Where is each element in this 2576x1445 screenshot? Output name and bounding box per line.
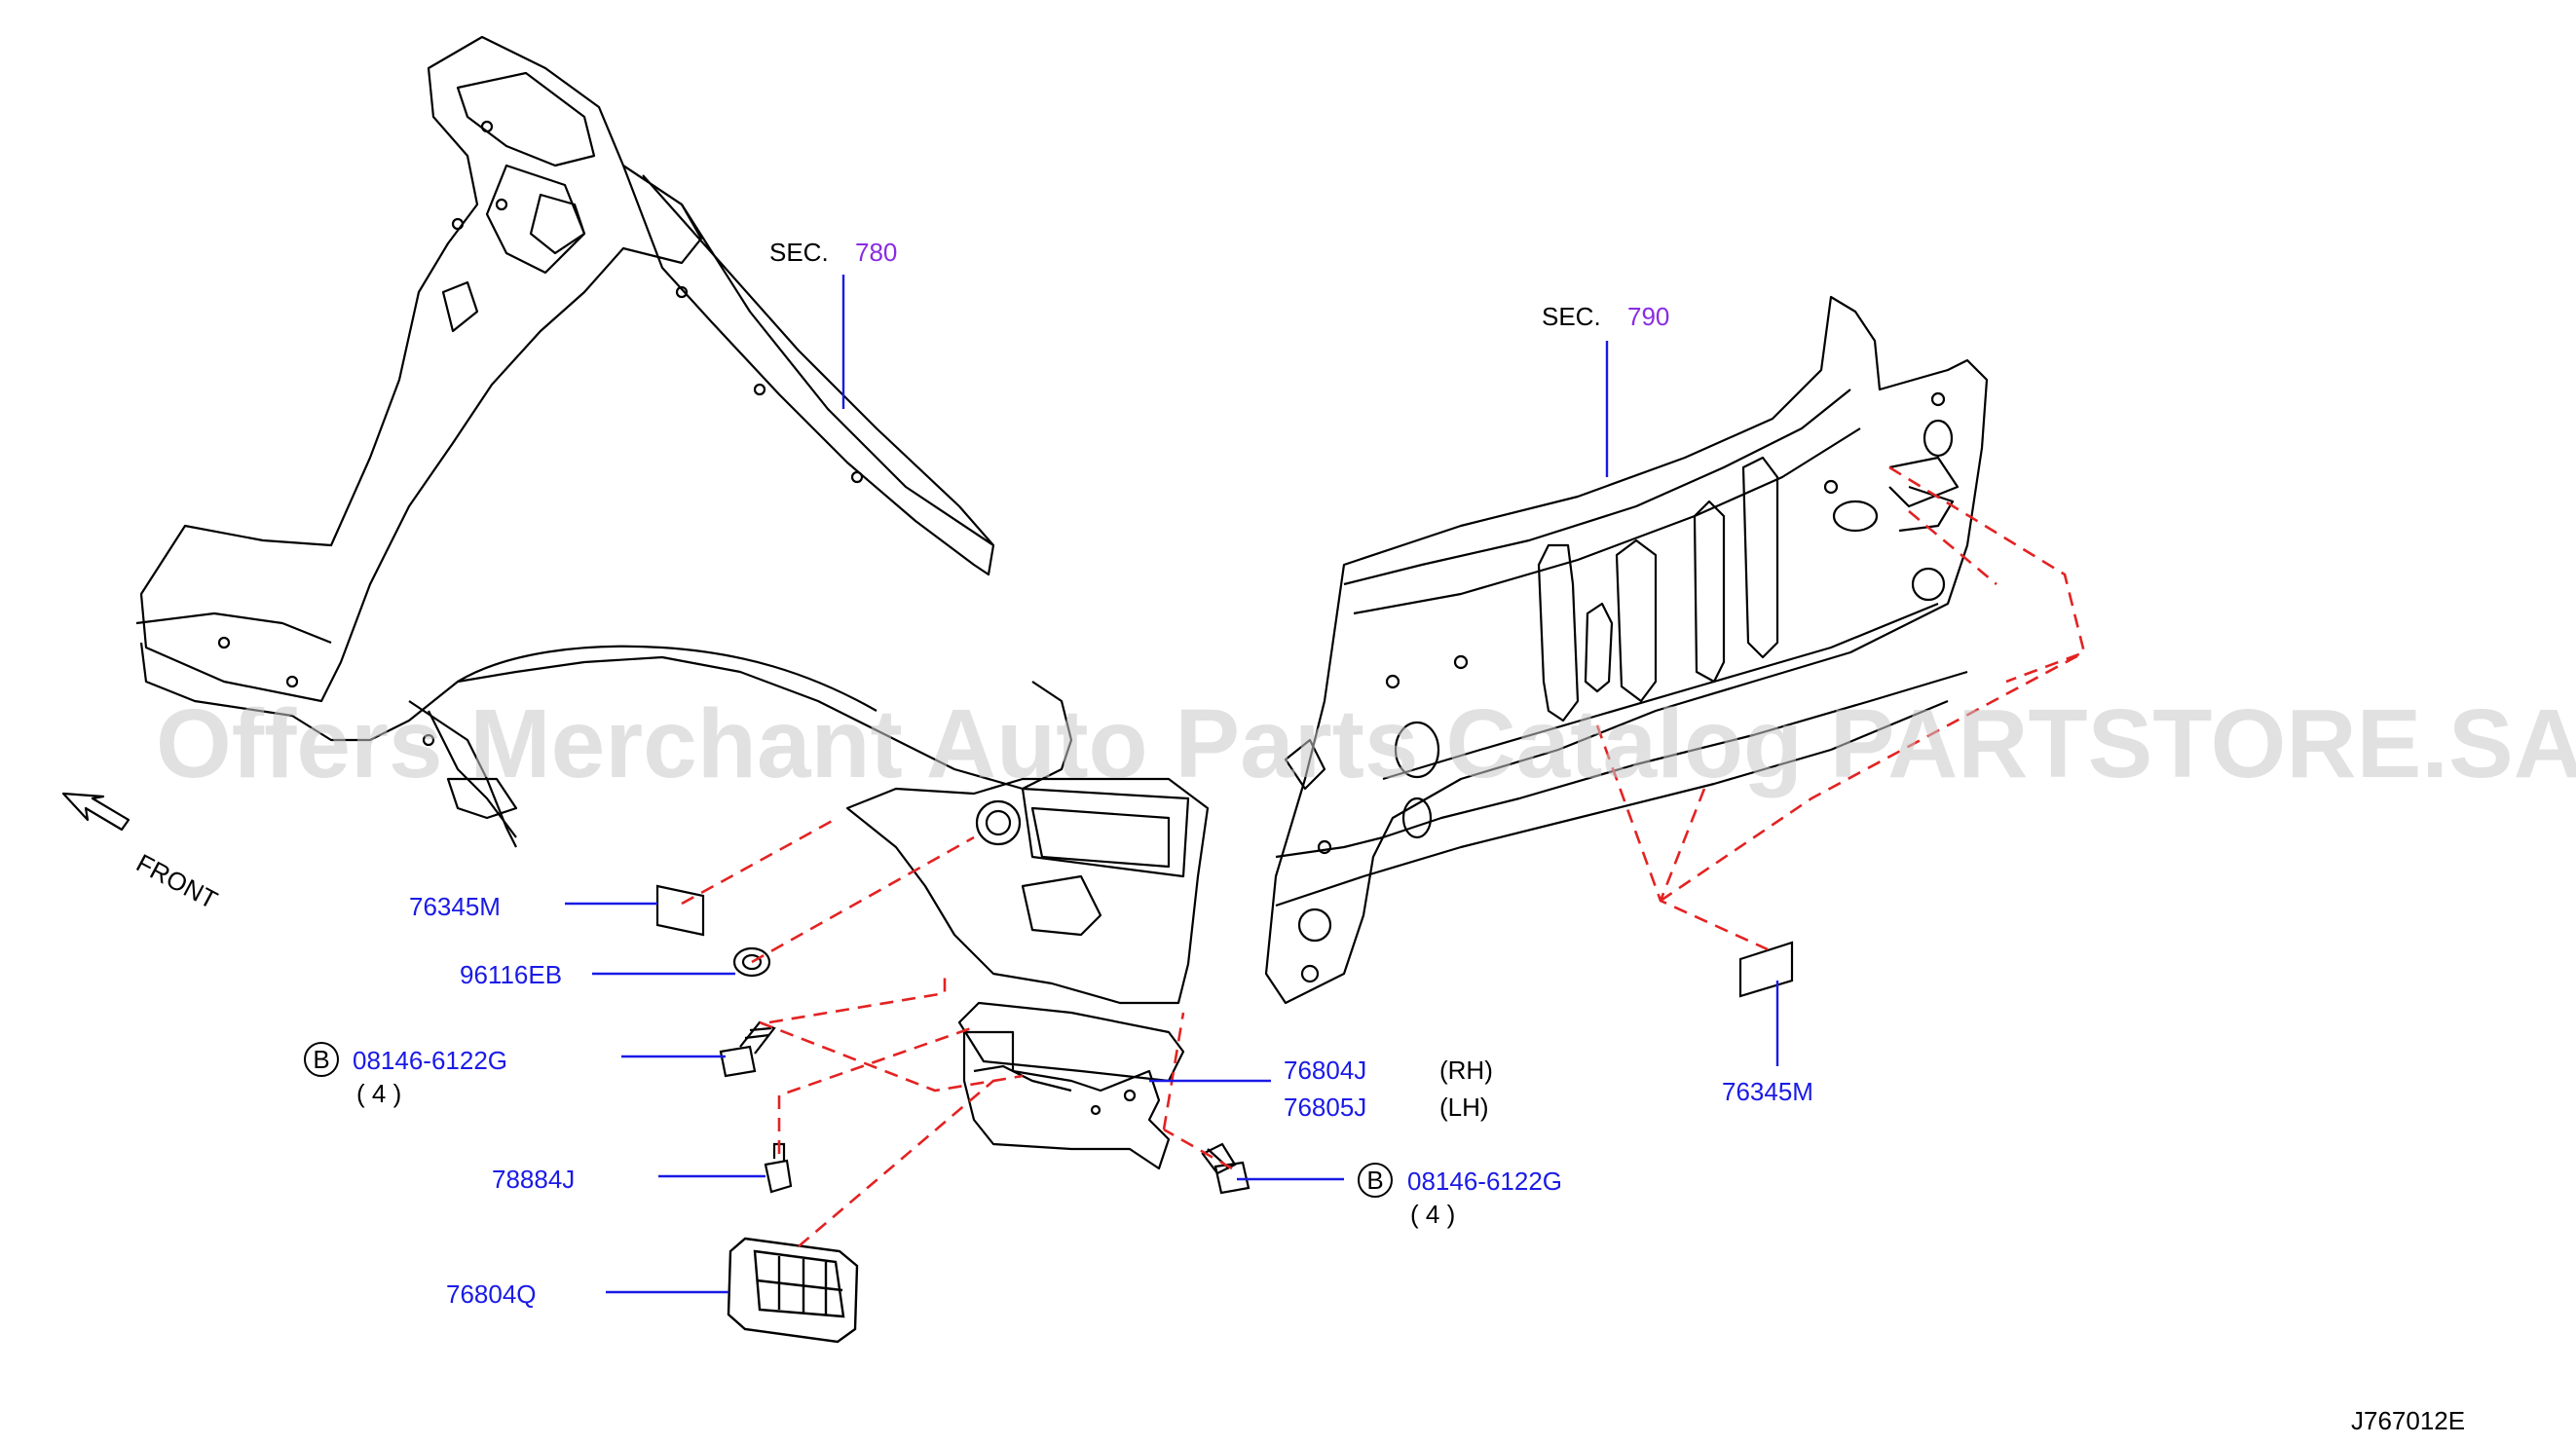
grommet-96116eb-shape <box>732 946 771 978</box>
part-08146-left-label[interactable]: 08146-6122G <box>353 1046 507 1075</box>
part-76804j-label[interactable]: 76804J <box>1284 1056 1366 1085</box>
bolt-badge-right: B <box>1366 1166 1383 1195</box>
bolt-left-callout: B 08146-6122G ( 4 ) <box>304 1042 507 1108</box>
bolt-badge-right-icon <box>1358 1163 1393 1198</box>
part-76805j-label[interactable]: 76805J <box>1284 1093 1366 1122</box>
bolt-08146-right-shape <box>1201 1142 1251 1195</box>
bolt-badge-left: B <box>313 1045 329 1074</box>
seal-76345m-right-shape <box>1738 941 1794 998</box>
section-780-link[interactable]: 780 <box>855 238 897 267</box>
section-790-link[interactable]: 790 <box>1627 302 1669 331</box>
part-76345m-left-label[interactable]: 76345M <box>409 892 501 921</box>
watermark-text: Offers Merchant Auto Parts Catalog PARTS… <box>156 689 2576 798</box>
part-96116eb-label[interactable]: 96116EB <box>460 960 562 989</box>
part-76345m-right-label[interactable]: 76345M <box>1722 1077 1813 1106</box>
seal-76345m-left-shape <box>655 884 705 937</box>
assembly-dash-lines <box>681 465 2086 1247</box>
leader-lines <box>565 275 1779 1294</box>
part-08146-right-label[interactable]: 08146-6122G <box>1407 1167 1562 1196</box>
mud-guard-bracket <box>962 1030 1171 1170</box>
front-direction-label: FRONT <box>131 848 222 915</box>
vent-76804q-shape <box>727 1237 859 1344</box>
section-780-prefix: SEC. <box>769 238 829 267</box>
bolt-right-qty: ( 4 ) <box>1410 1200 1455 1229</box>
quarter-panel-structure <box>135 35 1210 1083</box>
bolt-right-callout: B 08146-6122G ( 4 ) <box>1358 1163 1562 1229</box>
bolt-badge-left-icon <box>304 1042 339 1077</box>
part-76805j-side: (LH) <box>1439 1093 1489 1122</box>
section-790-prefix: SEC. <box>1542 302 1601 331</box>
part-76804q-label[interactable]: 76804Q <box>446 1279 537 1309</box>
diagram-code: J767012E <box>2351 1406 2465 1435</box>
bolt-08146-left-shape <box>719 1020 776 1078</box>
front-arrow-icon <box>61 792 131 832</box>
part-76804j-side: (RH) <box>1439 1056 1493 1085</box>
bolt-left-qty: ( 4 ) <box>356 1079 401 1108</box>
rear-panel-structure <box>1264 295 1989 1005</box>
part-78884j-label[interactable]: 78884J <box>492 1165 575 1194</box>
